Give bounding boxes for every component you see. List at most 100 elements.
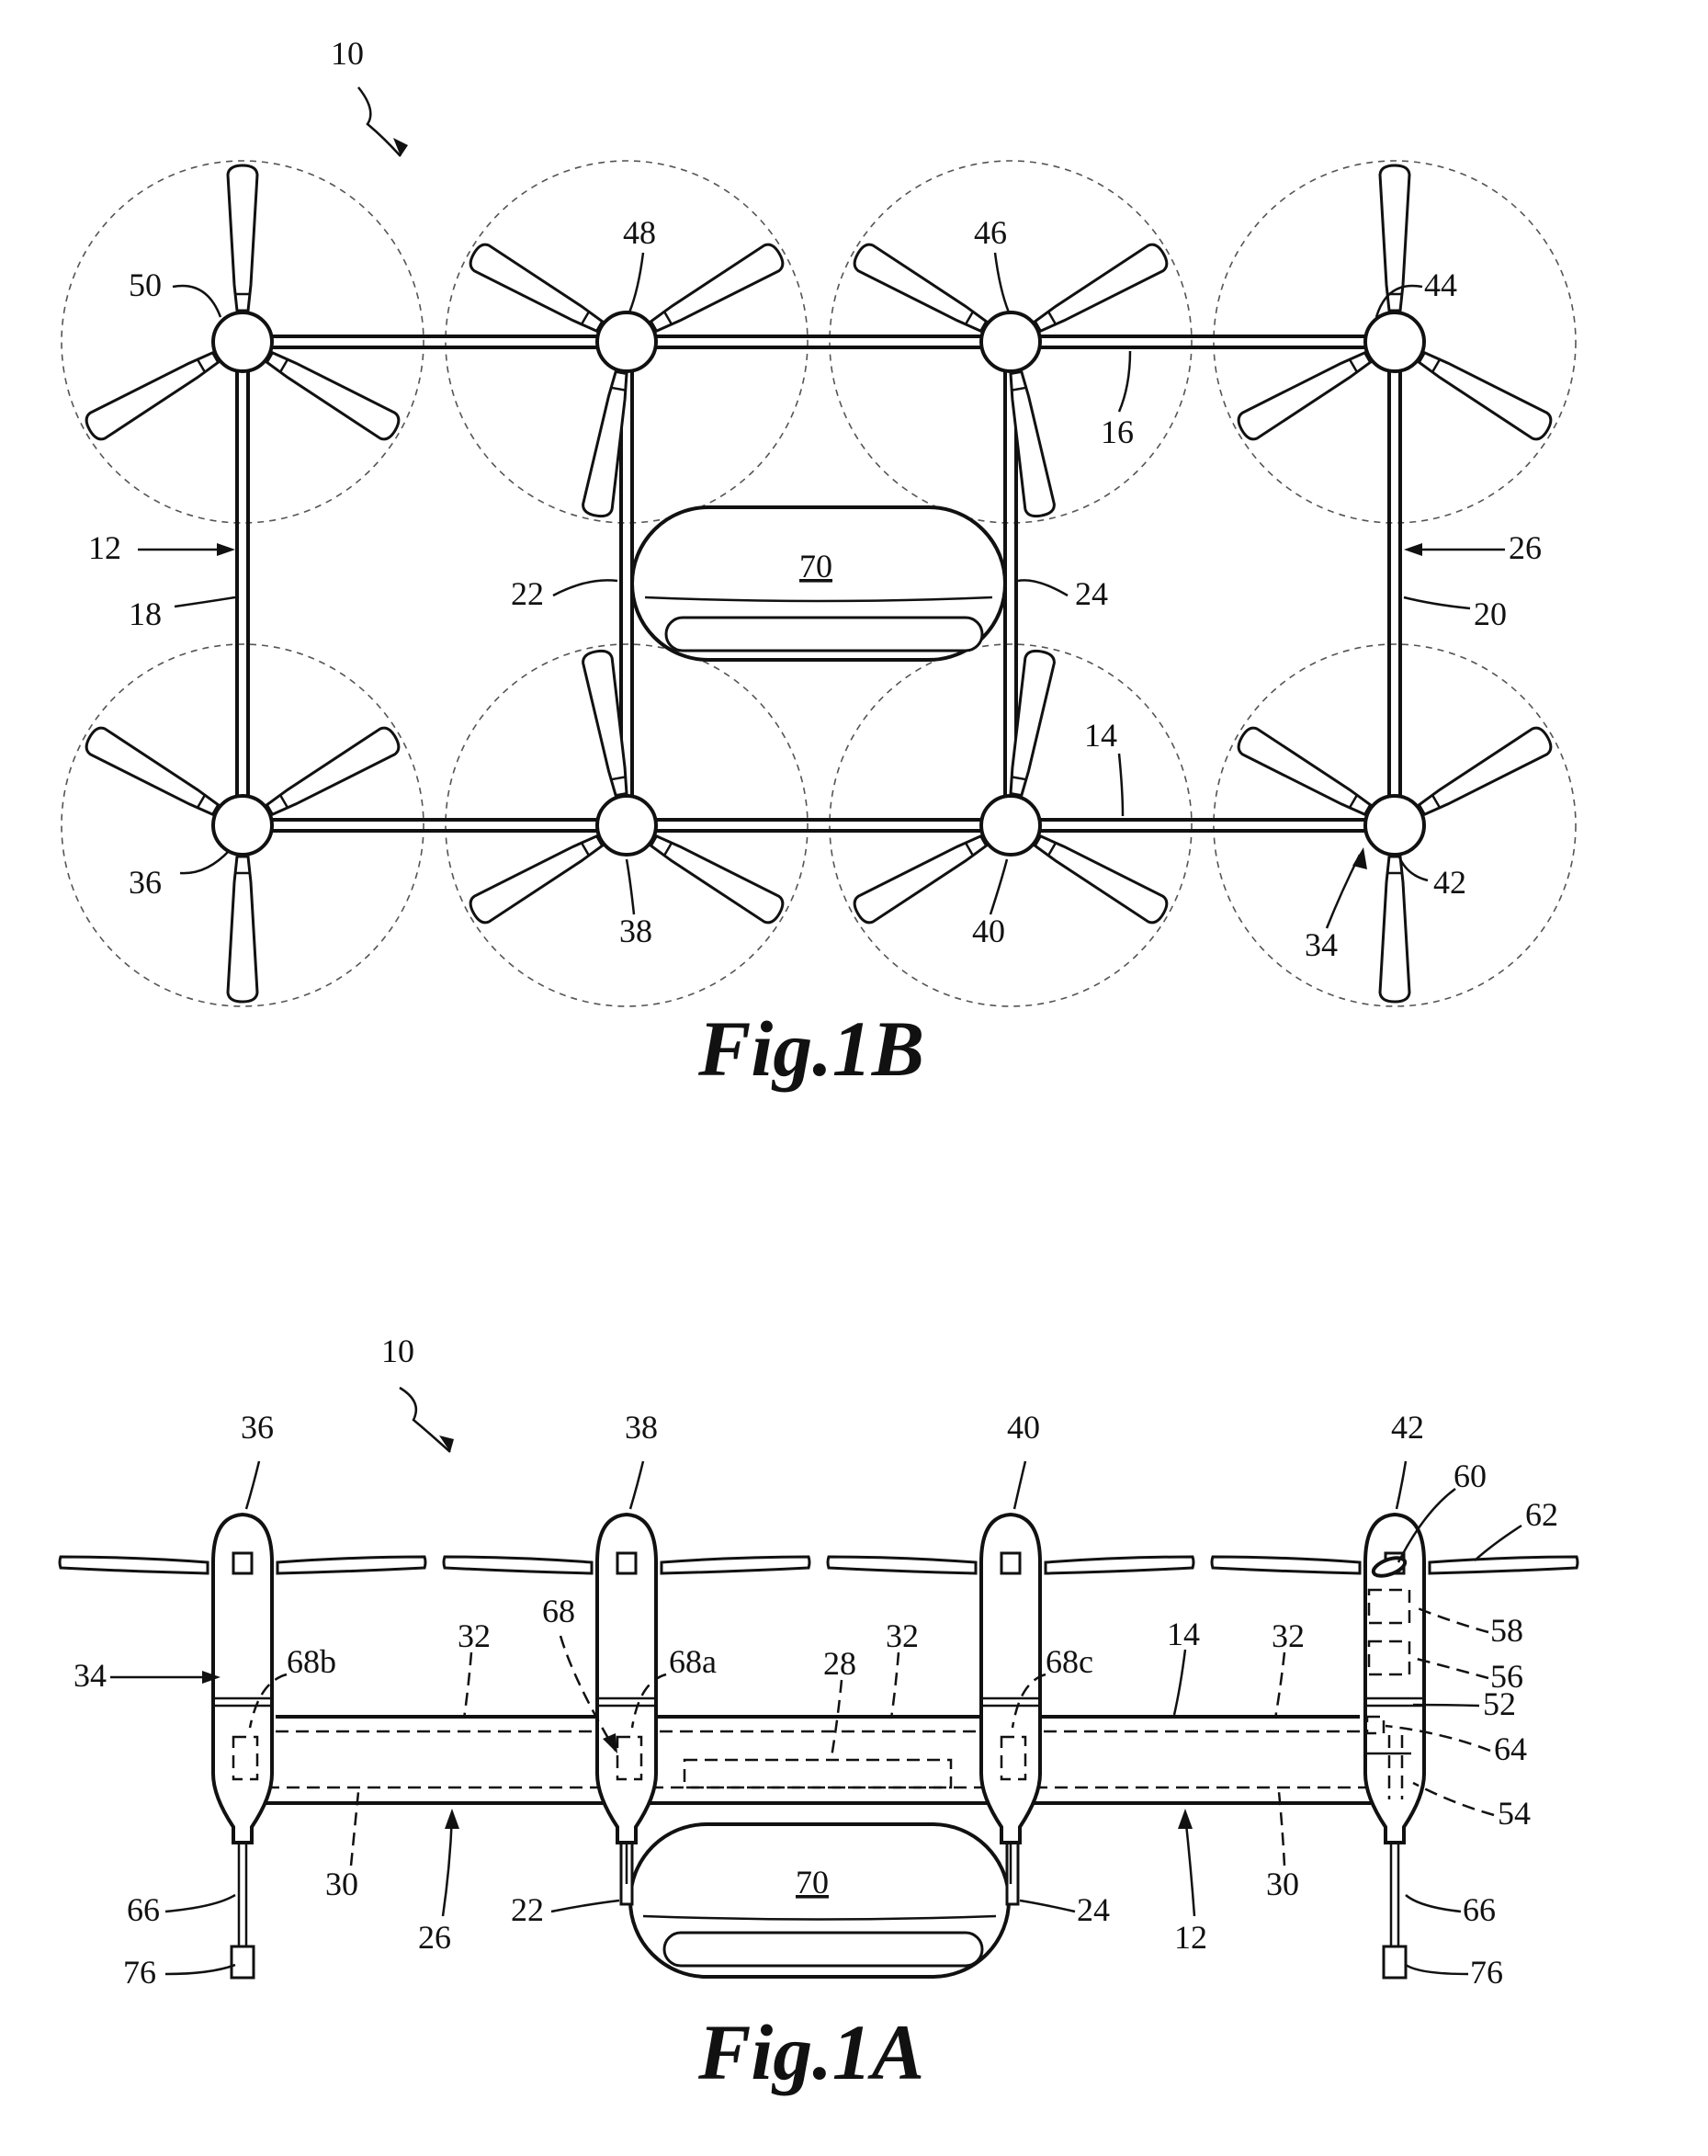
- ref-52: 52: [1483, 1685, 1516, 1722]
- reference-numerals-top: 10 50 48 46 44 16 12 18 22 70 24 26 20 1…: [88, 35, 1542, 963]
- ref-66a: 66: [127, 1891, 160, 1928]
- rotor-hub: [1001, 1553, 1020, 1573]
- propulsion-assembly-44: [1365, 312, 1424, 371]
- nacelle-36: [60, 1515, 425, 1978]
- ref-40: 40: [1007, 1409, 1040, 1446]
- ref-46: 46: [974, 214, 1007, 251]
- leader-62: [1475, 1526, 1521, 1560]
- ref-10: 10: [331, 35, 364, 72]
- ref-42: 42: [1391, 1409, 1424, 1446]
- leader-38: [627, 859, 634, 914]
- rotor-blade-46-3: [1001, 370, 1056, 518]
- ref-22: 22: [511, 575, 544, 612]
- ref-68b: 68b: [287, 1643, 336, 1680]
- landing-gear-foot: [232, 1946, 254, 1978]
- leader-36: [246, 1461, 259, 1509]
- ref-36: 36: [241, 1409, 274, 1446]
- ref-32a: 32: [458, 1617, 491, 1654]
- ref-70: 70: [796, 1864, 829, 1901]
- leader-18: [175, 597, 235, 607]
- ref-12: 12: [88, 529, 121, 566]
- ref-30b: 30: [1266, 1866, 1299, 1902]
- ref-32b: 32: [886, 1617, 919, 1654]
- propulsion-assembly-42: [1365, 796, 1424, 855]
- ref-42: 42: [1433, 864, 1466, 901]
- leader-14: [1119, 754, 1123, 816]
- ref-26: 26: [418, 1919, 451, 1956]
- rotor-blade-right: [662, 1557, 809, 1573]
- rotor-blade-right: [1046, 1557, 1193, 1573]
- leader-26: [443, 1815, 452, 1916]
- rotor-blade-48-2: [646, 241, 786, 339]
- rotor-blade-46-2: [1030, 241, 1171, 339]
- rotor-blade-44-3: [1414, 345, 1555, 443]
- leader-16: [1119, 351, 1130, 412]
- leader-32c: [1275, 1652, 1284, 1719]
- leader-32a: [464, 1652, 471, 1719]
- rotor-blade-44-2: [1235, 345, 1375, 443]
- rotor-blade-40-1: [1001, 649, 1056, 797]
- ref-34: 34: [74, 1657, 107, 1694]
- reference-numerals-front: 10 36 38 40 42 60 62 68 34 68b 32 68a 32…: [74, 1333, 1558, 1991]
- ref-76b: 76: [1470, 1954, 1503, 1991]
- ref-38: 38: [619, 913, 652, 949]
- leader-50: [173, 286, 221, 317]
- ref-76a: 76: [123, 1954, 156, 1991]
- arrowhead-26: [445, 1809, 459, 1829]
- propulsion-assembly-38: [597, 796, 656, 855]
- arrowhead-26: [1404, 543, 1422, 556]
- rotor-hub: [617, 1553, 636, 1573]
- pod-window: [666, 618, 982, 651]
- ref-24: 24: [1075, 575, 1108, 612]
- rotor-blade-38-2: [467, 828, 607, 926]
- ref-32c: 32: [1272, 1617, 1305, 1654]
- ref-68a: 68a: [669, 1643, 717, 1680]
- rotor-blade-42-2: [1414, 724, 1555, 823]
- rotor-blade-right: [277, 1557, 425, 1573]
- leader-20: [1404, 597, 1470, 608]
- leader-42: [1397, 1461, 1406, 1509]
- rotor-blade-left: [1212, 1557, 1360, 1573]
- rotor-blade-48-1: [467, 241, 607, 339]
- rotor-blade-46-1: [851, 241, 991, 339]
- propulsion-assembly-36: [213, 796, 272, 855]
- rotor-blade-44-1: [1380, 165, 1409, 311]
- ref-26: 26: [1509, 529, 1542, 566]
- propulsion-assembly-48: [597, 312, 656, 371]
- rotor-blade-40-2: [851, 828, 991, 926]
- leader-32b: [891, 1652, 899, 1719]
- rotor-blade-left: [444, 1557, 592, 1573]
- ref-44: 44: [1424, 267, 1457, 303]
- ref-62: 62: [1525, 1496, 1558, 1533]
- arrowhead-34: [1352, 847, 1367, 869]
- rotor-blade-50-2: [83, 345, 223, 443]
- arrowhead-12: [217, 543, 235, 556]
- ref-34: 34: [1305, 926, 1338, 963]
- ref-68c: 68c: [1046, 1643, 1093, 1680]
- ref-14: 14: [1084, 717, 1117, 754]
- ref-66b: 66: [1463, 1891, 1496, 1928]
- ref-10: 10: [381, 1333, 414, 1369]
- ref-20: 20: [1474, 596, 1507, 632]
- leader-52: [1413, 1705, 1479, 1706]
- rotor-blade-right: [1430, 1557, 1578, 1573]
- ref-14: 14: [1167, 1616, 1200, 1652]
- ref-64: 64: [1494, 1730, 1527, 1767]
- rotor-blade-42-1: [1235, 724, 1375, 823]
- pod-window: [664, 1933, 982, 1966]
- landing-gear-foot: [1384, 1946, 1406, 1978]
- leader-76a: [165, 1965, 235, 1974]
- ref-22: 22: [511, 1891, 544, 1928]
- leader-40: [1014, 1461, 1025, 1509]
- rotor-blade-36-1: [83, 724, 223, 823]
- ref-60: 60: [1453, 1458, 1487, 1494]
- leader-24: [1018, 580, 1068, 596]
- figure-title-1a: Fig.1A: [697, 2008, 924, 2096]
- rotor-blade-38-1: [582, 649, 636, 797]
- ref-16: 16: [1101, 414, 1134, 450]
- ref-58: 58: [1490, 1612, 1523, 1649]
- rotor-blade-42-3: [1380, 857, 1409, 1002]
- rotor-blade-48-3: [582, 370, 636, 518]
